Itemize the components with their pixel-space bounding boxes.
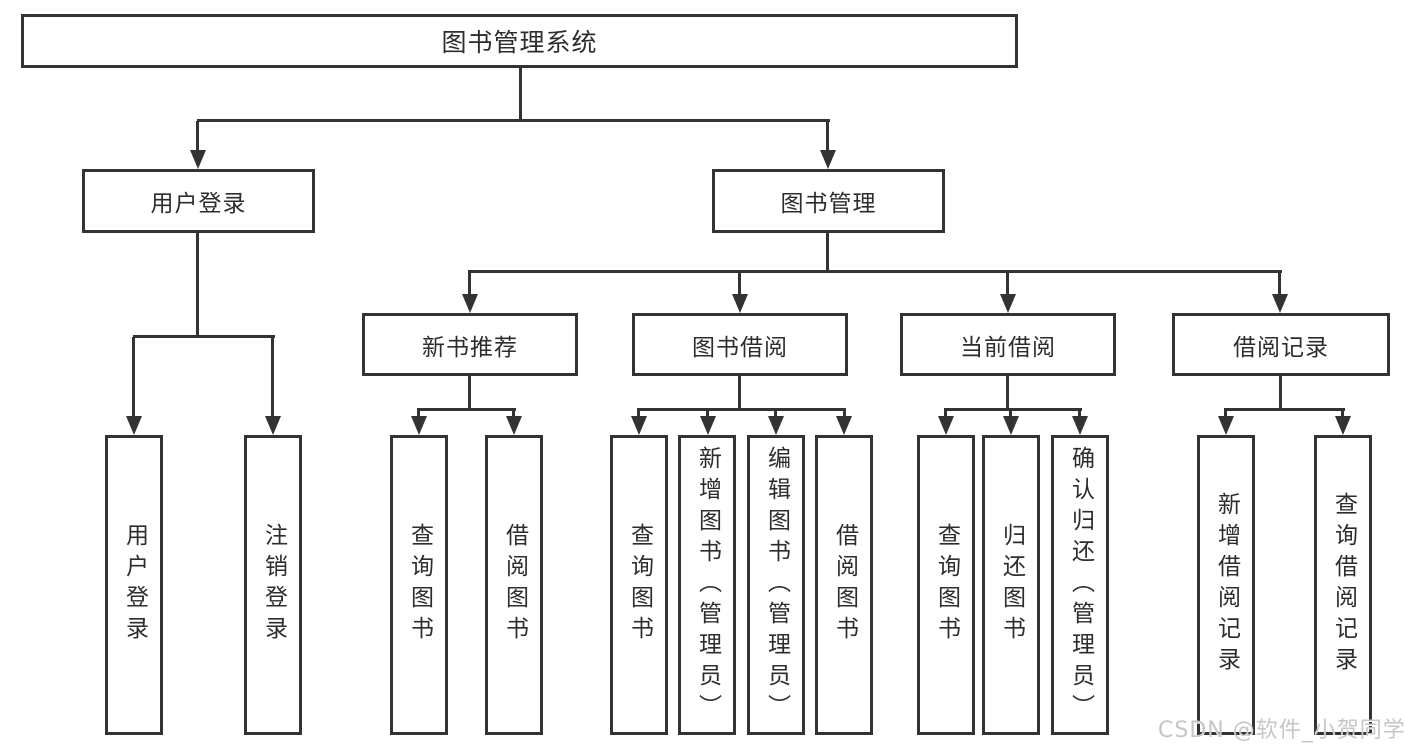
connector-arrow-line (132, 337, 135, 418)
arrowhead-down-icon (126, 416, 142, 435)
leaf-edit-books-admin: 编辑图书（管理员） (747, 435, 805, 735)
arrowhead-down-icon (506, 416, 522, 435)
connector-user-rail (133, 335, 275, 338)
arrowhead-down-icon (411, 416, 427, 435)
arrowhead-down-icon (768, 416, 784, 435)
arrowhead-down-icon (1272, 294, 1288, 313)
leaf-add-books-admin: 新增图书（管理员） (678, 435, 736, 735)
connector-arrow-line (944, 410, 947, 418)
arrowhead-down-icon (700, 416, 716, 435)
arrowhead-down-icon (1000, 294, 1016, 313)
csdn-watermark: CSDN @软件_小贺同学 (1158, 718, 1405, 743)
connector-borrow-stub (738, 376, 741, 409)
connector-arrow-line (512, 410, 515, 418)
connector-arrow-line (196, 121, 199, 152)
leaf-user-login: 用户登录 (105, 435, 163, 735)
leaf-logout: 注销登录 (244, 435, 302, 735)
connector-newbooks-stub (468, 376, 471, 409)
arrowhead-down-icon (1072, 416, 1088, 435)
connector-mgmt-stub (826, 233, 829, 272)
leaf-add-borrow-record: 新增借阅记录 (1197, 435, 1255, 735)
arrowhead-down-icon (1003, 416, 1019, 435)
connector-root-rail (197, 119, 830, 122)
arrowhead-down-icon (938, 416, 954, 435)
connector-arrow-line (774, 410, 777, 418)
connector-arrow-line (826, 121, 829, 152)
leaf-query-books-current: 查询图书 (917, 435, 975, 735)
leaf-query-books-new: 查询图书 (390, 435, 448, 735)
connector-newbooks-rail (417, 408, 516, 411)
connector-records-stub (1279, 376, 1282, 409)
connector-current-rail (944, 408, 1082, 411)
leaf-query-borrow-record: 查询借阅记录 (1314, 435, 1372, 735)
node-book-borrow: 图书借阅 (632, 313, 848, 376)
connector-arrow-line (1278, 272, 1281, 296)
leaf-confirm-return-admin: 确认归还（管理员） (1051, 435, 1109, 735)
arrowhead-down-icon (820, 150, 836, 169)
connector-arrow-line (1224, 410, 1227, 418)
arrowhead-down-icon (265, 416, 281, 435)
connector-arrow-line (843, 410, 846, 418)
arrowhead-down-icon (631, 416, 647, 435)
connector-arrow-line (417, 410, 420, 418)
arrowhead-down-icon (462, 294, 478, 313)
node-borrow-records: 借阅记录 (1172, 313, 1390, 376)
arrowhead-down-icon (190, 150, 206, 169)
connector-arrow-line (468, 272, 471, 296)
arrowhead-down-icon (1218, 416, 1234, 435)
node-user-login: 用户登录 (82, 169, 315, 233)
connector-arrow-line (1006, 272, 1009, 296)
connector-borrow-rail (637, 408, 846, 411)
node-current-borrow: 当前借阅 (900, 313, 1116, 376)
connector-mgmt-rail (468, 270, 1282, 273)
connector-arrow-line (1078, 410, 1081, 418)
connector-user-stub (196, 233, 199, 336)
leaf-borrow-books: 借阅图书 (815, 435, 873, 735)
connector-arrow-line (271, 337, 274, 418)
connector-root-stub (519, 68, 522, 120)
node-book-management: 图书管理 (712, 169, 945, 233)
connector-arrow-line (1009, 410, 1012, 418)
leaf-return-books: 归还图书 (982, 435, 1040, 735)
leaf-query-books-borrow: 查询图书 (610, 435, 668, 735)
node-new-book-recommend: 新书推荐 (362, 313, 578, 376)
connector-records-rail (1224, 408, 1345, 411)
connector-arrow-line (1341, 410, 1344, 418)
arrowhead-down-icon (1335, 416, 1351, 435)
connector-arrow-line (637, 410, 640, 418)
leaf-borrow-books-new: 借阅图书 (485, 435, 543, 735)
connector-arrow-line (738, 272, 741, 296)
node-root: 图书管理系统 (21, 14, 1018, 68)
arrowhead-down-icon (836, 416, 852, 435)
connector-current-stub (1006, 376, 1009, 409)
connector-arrow-line (706, 410, 709, 418)
arrowhead-down-icon (732, 294, 748, 313)
